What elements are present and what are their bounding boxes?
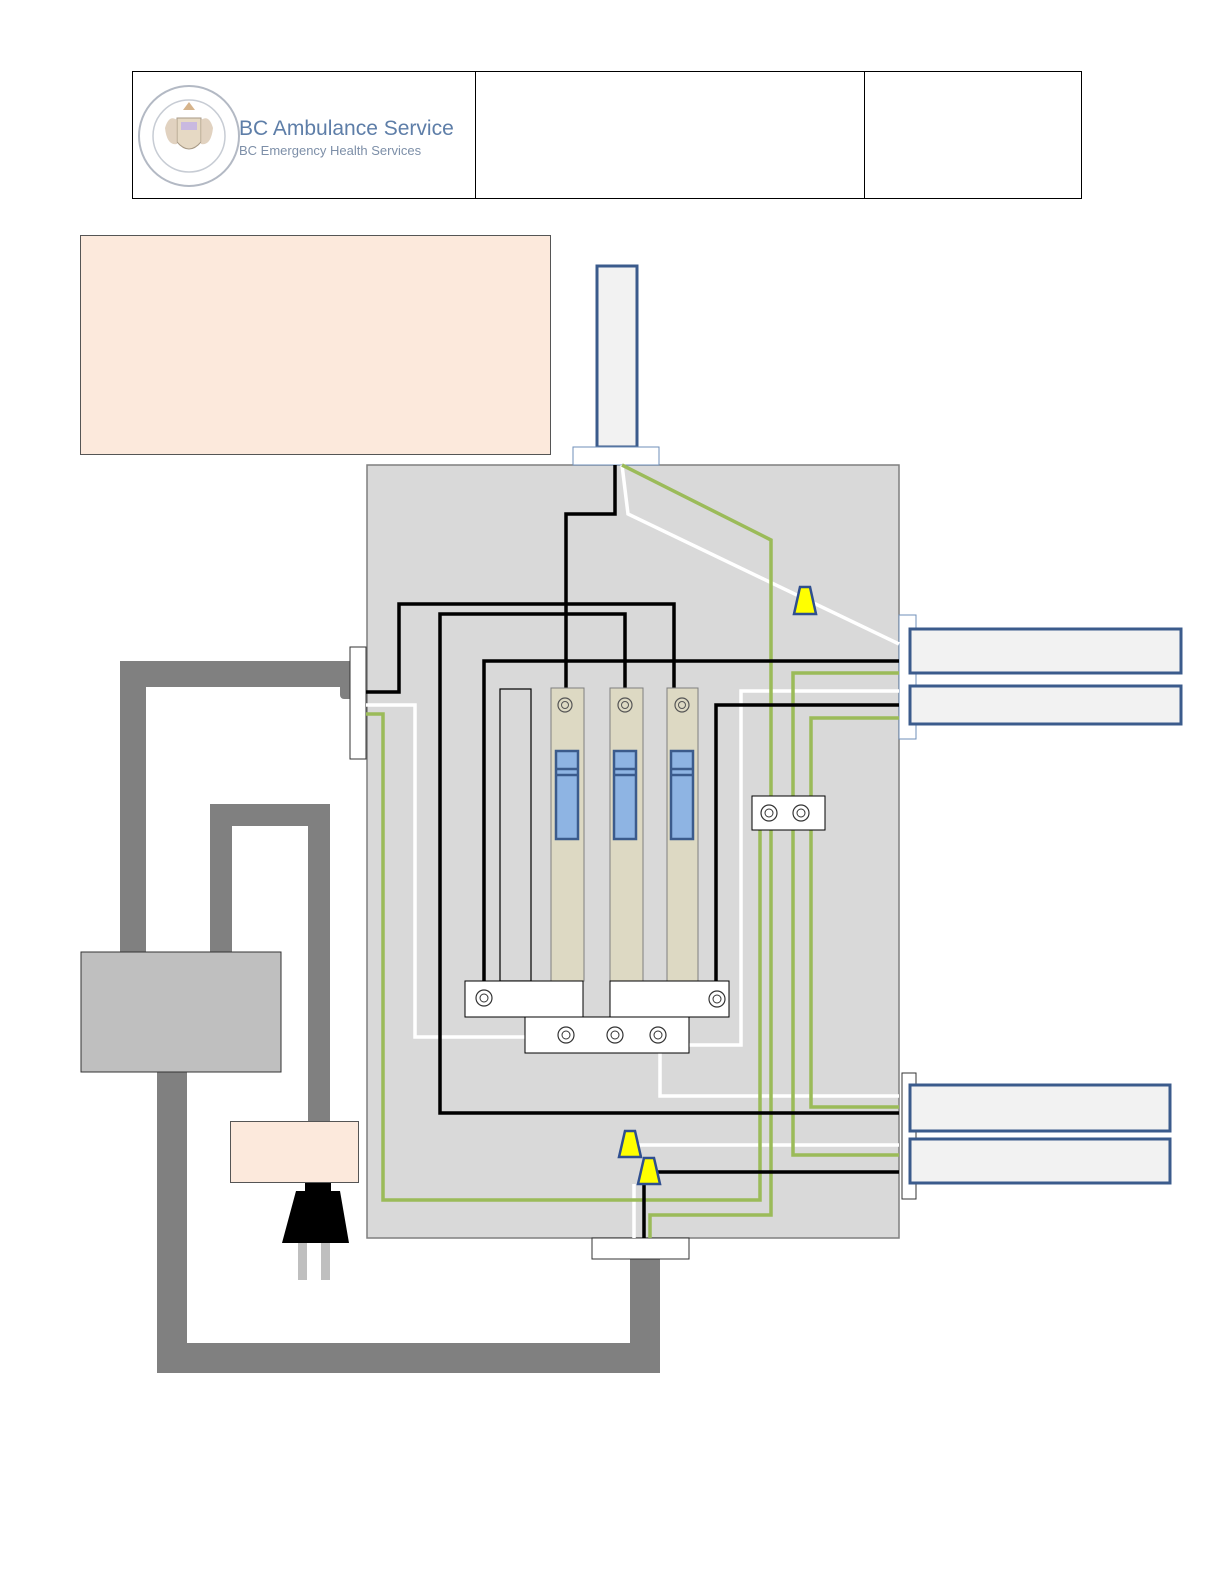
conduit-bottom-loop xyxy=(157,1072,660,1373)
service-entry-conduit xyxy=(595,264,639,449)
header-middle-cell xyxy=(476,72,865,198)
hot-wires xyxy=(366,465,899,1238)
ground-bar xyxy=(751,795,826,831)
neutral-bar xyxy=(524,1016,690,1054)
wire-nut-icon xyxy=(617,1129,643,1159)
breaker-3 xyxy=(666,687,699,982)
left-connector xyxy=(349,646,367,760)
ground-wires xyxy=(366,463,899,1238)
power-plug-icon xyxy=(282,1183,349,1280)
cable-box-2 xyxy=(908,684,1183,726)
header-logo-cell: BC Ambulance Service BC Emergency Health… xyxy=(133,72,476,198)
logo-title: BC Ambulance Service xyxy=(239,117,454,140)
conduit-inner-loop xyxy=(210,804,330,1121)
breaker-switch xyxy=(554,749,580,841)
breaker-switch xyxy=(669,749,695,841)
wire-nut-icon xyxy=(636,1156,662,1186)
breaker-switch xyxy=(612,749,638,841)
conduit-left-outer xyxy=(120,661,350,952)
wire-nut-icon xyxy=(792,585,818,616)
header-table: BC Ambulance Service BC Emergency Health… xyxy=(132,71,1082,199)
terminal-bar-right xyxy=(609,980,730,1018)
bottom-connector xyxy=(591,1237,690,1260)
bc-ambulance-seal-icon xyxy=(138,85,240,187)
plug-label-box xyxy=(230,1121,359,1183)
breaker-1 xyxy=(550,687,585,982)
cable-box-3 xyxy=(908,1083,1172,1133)
empty-breaker-slot xyxy=(499,688,532,982)
logo-subtitle: BC Emergency Health Services xyxy=(239,143,422,158)
top-connector xyxy=(572,446,660,466)
cable-box-4 xyxy=(908,1137,1172,1185)
transformer-box xyxy=(80,951,282,1073)
breaker-2 xyxy=(609,687,644,982)
terminal-bar-left xyxy=(464,980,584,1018)
cable-box-1 xyxy=(908,627,1183,675)
note-box xyxy=(80,235,551,455)
